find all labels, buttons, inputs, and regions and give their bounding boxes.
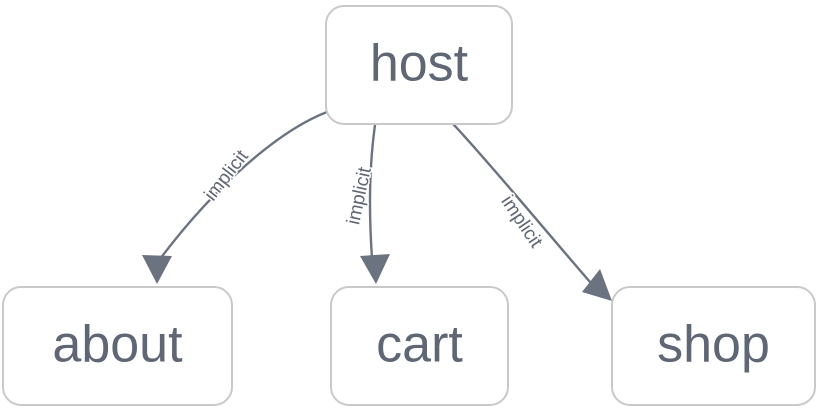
edge-label-host-about: implicit — [200, 146, 253, 205]
edge-path-host-cart — [368, 123, 377, 260]
node-host[interactable]: host — [325, 5, 513, 125]
nodes-layer: host about cart shop — [2, 5, 816, 406]
node-about-rect — [2, 286, 233, 406]
node-shop-label: shop — [657, 316, 770, 374]
arrowhead-host-about — [142, 255, 172, 284]
node-about[interactable]: about — [2, 286, 233, 406]
node-shop-rect — [611, 286, 816, 406]
edges-layer — [142, 110, 612, 301]
node-about-label: about — [52, 316, 183, 374]
node-cart-rect — [330, 286, 509, 406]
node-shop[interactable]: shop — [611, 286, 816, 406]
edge-path-host-shop — [452, 123, 592, 284]
arrowhead-host-shop — [582, 269, 612, 301]
edge-host-shop[interactable] — [452, 123, 612, 301]
edge-path-host-about — [155, 110, 329, 265]
node-cart[interactable]: cart — [330, 286, 509, 406]
edge-host-about[interactable] — [142, 110, 329, 284]
edge-host-cart[interactable] — [360, 123, 390, 284]
node-host-label: host — [370, 35, 469, 93]
arrowhead-host-cart — [360, 254, 390, 284]
node-cart-label: cart — [376, 316, 463, 374]
node-host-rect — [325, 5, 513, 125]
edge-labels-layer: implicit implicit implicit — [199, 144, 548, 253]
